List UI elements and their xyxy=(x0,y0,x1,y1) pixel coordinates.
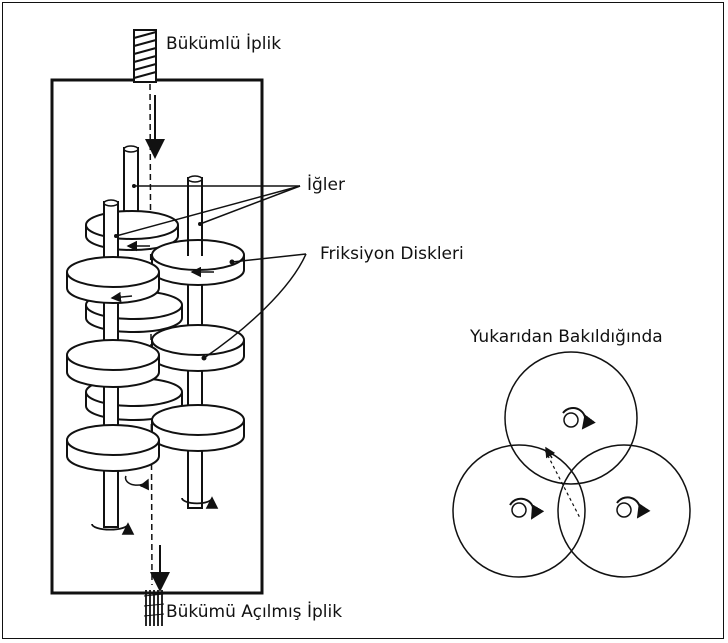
untwisted-yarn-bottom xyxy=(143,590,165,626)
label-top-view: Yukarıdan Bakıldığında xyxy=(470,327,663,347)
top-view-diagram xyxy=(452,351,691,578)
spindle-front xyxy=(66,199,160,535)
top-view-disc-top xyxy=(504,351,638,485)
spindles-leaders xyxy=(114,184,301,238)
label-spindles: İğler xyxy=(307,175,345,195)
top-view-disc-right xyxy=(557,444,691,578)
yarn-path xyxy=(149,83,153,586)
spindle-right xyxy=(151,175,245,509)
discs-leaders xyxy=(201,253,307,361)
label-friction-discs: Friksiyon Diskleri xyxy=(320,244,464,264)
label-untwisted-yarn: Bükümü Açılmış İplik xyxy=(166,602,343,622)
label-twisted-yarn: Bükümlü İplik xyxy=(166,34,282,54)
twisted-yarn-top xyxy=(133,29,157,83)
top-view-disc-left xyxy=(452,444,586,578)
